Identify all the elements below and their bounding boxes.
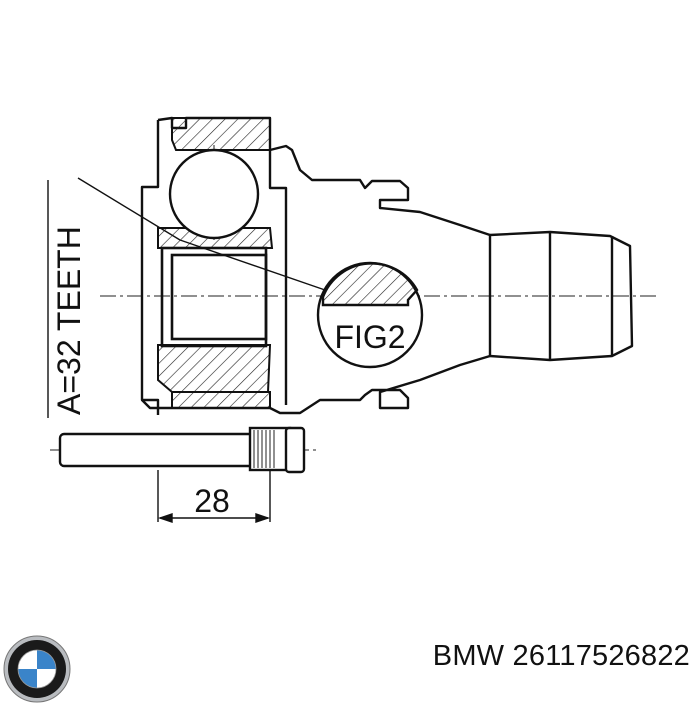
pin-thread-marks	[253, 430, 275, 468]
output-stub	[488, 230, 634, 362]
teeth-label: A=32 TEETH	[51, 226, 87, 415]
fig2-detail	[316, 261, 424, 369]
dimension-value: 28	[194, 483, 230, 519]
brand-name: BMW	[432, 640, 505, 672]
fig2-label: FIG2	[334, 319, 405, 355]
ball	[168, 148, 260, 240]
bmw-roundel-icon	[3, 635, 71, 703]
part-number: 26117526822	[512, 640, 690, 672]
leader-lines	[47, 177, 326, 418]
threaded-pin	[58, 426, 306, 474]
splined-bore	[160, 246, 268, 348]
part-caption: BMW 26117526822	[0, 640, 690, 673]
dimension-28	[157, 470, 271, 523]
